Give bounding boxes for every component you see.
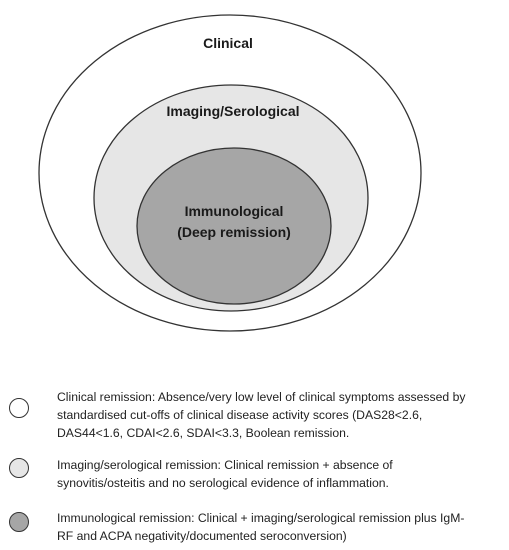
legend-text-imaging-serological: Imaging/serological remission: Clinical … xyxy=(57,458,393,490)
concentric-remission-diagram: Clinical Imaging/Serological Immunologic… xyxy=(38,14,422,332)
legend-text-immunological: Immunological remission: Clinical + imag… xyxy=(57,511,465,543)
clinical-swatch-icon xyxy=(9,398,29,418)
legend-text-clinical: Clinical remission: Absence/very low lev… xyxy=(57,390,466,440)
immunological-swatch-icon xyxy=(9,512,29,532)
immunological-inner-ring xyxy=(136,147,332,305)
imaging-serological-ring-label: Imaging/Serological xyxy=(166,103,299,119)
imaging-serological-swatch-icon xyxy=(9,458,29,478)
immunological-ring-label: Immunological xyxy=(185,203,284,219)
deep-remission-ring-label: (Deep remission) xyxy=(177,224,291,240)
clinical-ring-label: Clinical xyxy=(203,35,253,51)
